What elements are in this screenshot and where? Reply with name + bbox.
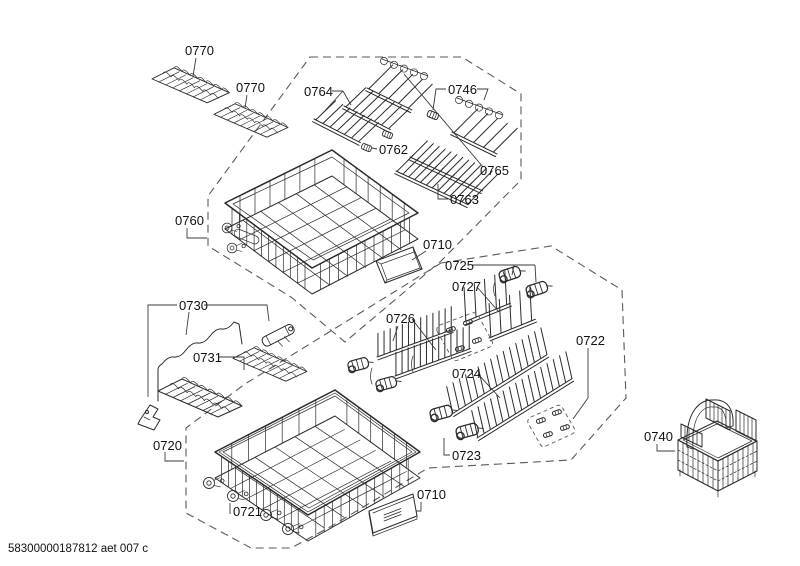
clip-chain-0765 xyxy=(379,56,429,81)
pin-0727 xyxy=(493,281,496,297)
retainer-clip-left-b xyxy=(374,373,403,394)
rack-wheel-0721-b xyxy=(227,490,249,502)
leader-lines xyxy=(147,57,675,514)
part-label-0770-a: 0770 xyxy=(185,43,214,58)
part-label-0765: 0765 xyxy=(480,163,509,178)
bracket-0730-left xyxy=(137,404,161,431)
part-label-0731: 0731 xyxy=(193,350,222,365)
clip-kit-0722 xyxy=(527,404,576,448)
part-label-0721: 0721 xyxy=(233,504,262,519)
label-plate-0710 xyxy=(368,493,418,537)
retainer-clip-left-a xyxy=(346,354,375,375)
clip-0762-a xyxy=(360,142,373,153)
retainer-clip-0725-b xyxy=(524,278,555,300)
tine-row-0765 xyxy=(365,58,433,117)
bracket-0730-right xyxy=(261,323,295,347)
wire-bail-0730 xyxy=(157,321,243,402)
tine-row-0746 xyxy=(450,102,518,161)
part-label-0727: 0727 xyxy=(452,279,481,294)
part-label-0723: 0723 xyxy=(452,448,481,463)
rack-wheel-0721-a xyxy=(203,477,225,489)
part-label-0710-bottom: 0710 xyxy=(417,487,446,502)
part-label-0710-mid: 0710 xyxy=(423,237,452,252)
part-label-0722: 0722 xyxy=(576,333,605,348)
part-label-0762: 0762 xyxy=(379,142,408,157)
part-label-0760: 0760 xyxy=(175,213,204,228)
part-label-0740: 0740 xyxy=(644,429,673,444)
part-labels: 0770 0770 0764 0746 0762 0765 0763 0760 … xyxy=(153,43,673,519)
part-label-0724: 0724 xyxy=(452,366,481,381)
tine-row-0764-a xyxy=(342,82,409,136)
part-label-0764: 0764 xyxy=(304,84,333,99)
document-code: 58300000187812 aet 007 c xyxy=(8,543,148,555)
cup-shelf-0770-b xyxy=(213,101,289,138)
wire-left-b xyxy=(411,355,414,373)
wire-left-a xyxy=(370,367,373,385)
clip-0762-b xyxy=(381,129,394,140)
clip-0746 xyxy=(426,109,440,121)
cup-shelf-0731-a xyxy=(157,376,243,418)
clip-kit-middle xyxy=(436,312,494,362)
cutlery-basket-0740 xyxy=(677,398,758,498)
part-label-0770-b: 0770 xyxy=(236,80,265,95)
part-label-0730: 0730 xyxy=(179,298,208,313)
rack-wheel-0721-d xyxy=(282,523,304,535)
part-label-0720: 0720 xyxy=(153,438,182,453)
handle-trim-0710 xyxy=(375,246,423,284)
upper-rack-0760 xyxy=(221,149,419,295)
part-label-0726: 0726 xyxy=(386,311,415,326)
clip-chain-0746 xyxy=(454,95,504,120)
part-label-0725: 0725 xyxy=(445,258,474,273)
lower-rack-0720 xyxy=(214,389,421,542)
cup-shelf-0770-a xyxy=(151,65,230,104)
upper-assembly-dashed-outline xyxy=(207,56,522,343)
lower-assembly-dashed-outline xyxy=(185,245,627,549)
tine-row-0764-b xyxy=(312,95,379,149)
retainer-clip-0723-b xyxy=(453,420,486,442)
part-label-0746: 0746 xyxy=(448,82,477,97)
part-label-0763: 0763 xyxy=(450,192,479,207)
